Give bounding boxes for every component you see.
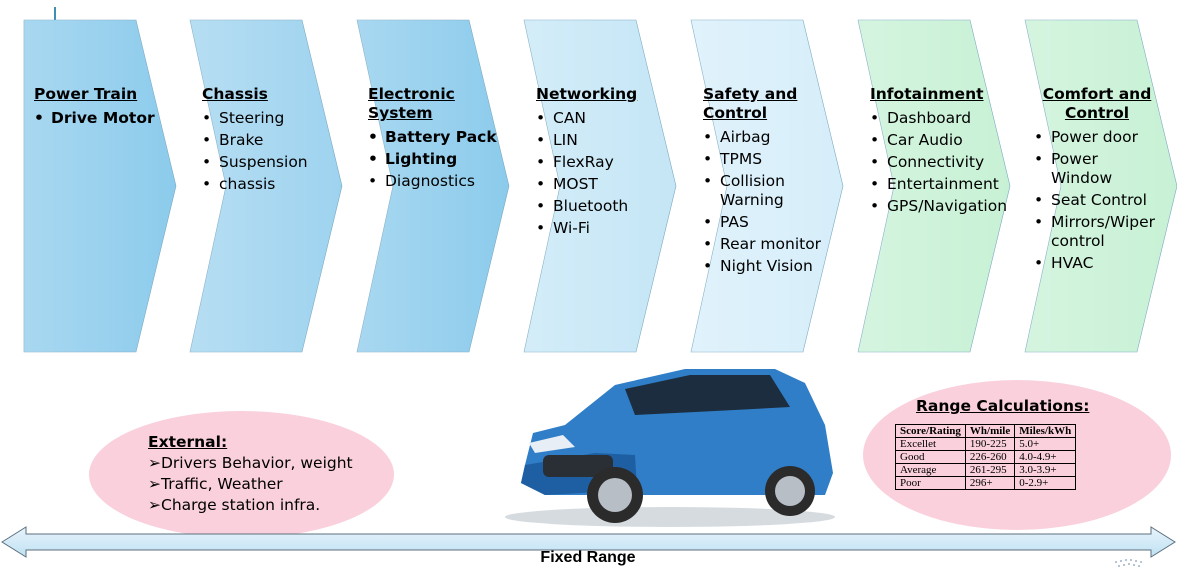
external-item: ➢Charge station infra.	[148, 496, 321, 514]
external-item: ➢Drivers Behavior, weight	[148, 454, 353, 472]
list-item: Power Window	[1034, 150, 1160, 188]
panel-title-line: System	[368, 104, 433, 122]
panel-title-line: Infotainment	[870, 85, 984, 103]
list-item: Connectivity	[870, 153, 988, 172]
panel-title-line: Electronic	[368, 85, 455, 103]
arrow-bullet-icon: ➢	[148, 475, 161, 493]
car-image	[485, 355, 860, 535]
panel-item-list: Battery PackLightingDiagnostics	[368, 128, 500, 191]
list-item: Collision Warning	[703, 172, 825, 210]
table-cell: 261-295	[964, 463, 1016, 477]
panel-title-line: Power Train	[34, 85, 138, 103]
list-item: chassis	[202, 175, 322, 194]
fixed-range-arrow: Fixed Range	[1, 526, 1176, 566]
category-panel: InfotainmentDashboardCar AudioConnectivi…	[870, 85, 1007, 219]
table-cell: 5.0+	[1014, 437, 1077, 451]
panel-title: Networking	[536, 85, 654, 104]
range-table: Score/Rating Wh/mile Miles/kWh Excellet …	[895, 424, 1077, 490]
list-item: Lighting	[368, 150, 500, 169]
list-item: Rear monitor	[703, 235, 825, 254]
panel-title: Power Train	[34, 85, 174, 104]
list-item: Car Audio	[870, 131, 988, 150]
table-row: Good 226-260 4.0-4.9+	[895, 450, 1077, 464]
list-item: Night Vision	[703, 257, 825, 276]
category-panel: Power TrainDrive Motor	[34, 85, 174, 131]
panel-item-list: CAN LIN FlexRayMOST BluetoothWi-Fi	[536, 109, 654, 238]
panel-title-line: Control	[1064, 104, 1130, 122]
double-arrow-shape	[1, 526, 1176, 558]
list-item: CAN	[536, 109, 654, 128]
table-header-cell: Wh/mile	[964, 424, 1016, 438]
panel-title: Chassis	[202, 85, 322, 104]
category-panel: ChassisSteeringBrakeSuspension chassis	[202, 85, 322, 197]
list-item: Bluetooth	[536, 197, 654, 216]
table-cell: Good	[895, 450, 966, 464]
fixed-range-label: Fixed Range	[540, 549, 635, 566]
table-row: Poor 296+ 0-2.9+	[895, 476, 1077, 490]
external-title: External:	[148, 433, 228, 451]
category-panel: Safety andControlAirbagTPMS Collision War…	[703, 85, 825, 279]
arrow-bullet-icon: ➢	[148, 454, 161, 472]
table-cell: Poor	[895, 476, 966, 490]
list-item: Steering	[202, 109, 322, 128]
list-item: FlexRay	[536, 153, 654, 172]
list-item: Seat Control	[1034, 191, 1160, 210]
arrow-bullet-icon: ➢	[148, 496, 161, 514]
table-cell: 4.0-4.9+	[1014, 450, 1077, 464]
table-cell: Excellet	[895, 437, 966, 451]
list-item: Suspension	[202, 153, 322, 172]
list-item: LIN	[536, 131, 654, 150]
panel-item-list: Power doorPower WindowSeat ControlMirror…	[1034, 128, 1160, 273]
list-item: TPMS	[703, 150, 825, 169]
chevron-shade	[24, 20, 176, 352]
table-header-row: Score/Rating Wh/mile Miles/kWh	[895, 424, 1077, 438]
table-cell: 296+	[964, 476, 1016, 490]
table-cell: 3.0-3.9+	[1014, 463, 1077, 477]
panel-title-line: Chassis	[202, 85, 268, 103]
table-cell: 0-2.9+	[1014, 476, 1077, 490]
panel-title: Infotainment	[870, 85, 988, 104]
range-title: Range Calculations:	[916, 397, 1090, 415]
category-panel: ElectronicSystemBattery PackLightingDiag…	[368, 85, 500, 194]
table-cell: Average	[895, 463, 966, 477]
list-item: Mirrors/Wiper control	[1034, 213, 1160, 251]
panel-title-line: Comfort and	[1042, 85, 1152, 103]
list-item: Battery Pack	[368, 128, 500, 147]
category-panel: Comfort andControlPower doorPower Window…	[1034, 85, 1160, 276]
list-item: GPS/Navigation	[870, 197, 1007, 216]
list-item: Brake	[202, 131, 322, 150]
table-row: Excellet 190-225 5.0+	[895, 437, 1077, 451]
panel-title-line: Control	[703, 104, 768, 122]
external-factors-ellipse	[89, 411, 394, 538]
table-header-cell: Score/Rating	[895, 424, 966, 438]
external-list: ➢Drivers Behavior, weight ➢Traffic, Weat…	[148, 453, 353, 516]
panel-item-list: Drive Motor	[34, 109, 174, 128]
table-cell: 226-260	[964, 450, 1016, 464]
list-item: Wi-Fi	[536, 219, 654, 238]
table-cell: 190-225	[964, 437, 1016, 451]
list-item: Power door	[1034, 128, 1160, 147]
panel-item-list: DashboardCar AudioConnectivityEntertainm…	[870, 109, 1007, 216]
table-row: Average 261-295 3.0-3.9+	[895, 463, 1077, 477]
list-item: Entertainment	[870, 175, 999, 194]
list-item: PAS	[703, 213, 825, 232]
list-item: Airbag	[703, 128, 825, 147]
external-factors: External: ➢Drivers Behavior, weight ➢Tra…	[148, 432, 353, 516]
list-item: Drive Motor	[34, 109, 174, 128]
panel-title-line: Safety and	[703, 85, 798, 103]
decorative-dots	[1115, 559, 1142, 567]
list-item: Diagnostics	[368, 172, 500, 191]
panel-title-line: Networking	[536, 85, 638, 103]
list-item: MOST	[536, 175, 654, 194]
category-panel: NetworkingCAN LIN FlexRayMOST BluetoothWi-F…	[536, 85, 654, 241]
panel-item-list: SteeringBrakeSuspension chassis	[202, 109, 322, 194]
external-item: ➢Traffic, Weather	[148, 475, 283, 493]
list-item: HVAC	[1034, 254, 1160, 273]
table-header-cell: Miles/kWh	[1014, 424, 1077, 438]
panel-item-list: AirbagTPMS Collision WarningPAS Rear monit…	[703, 128, 825, 276]
list-item: Dashboard	[870, 109, 988, 128]
